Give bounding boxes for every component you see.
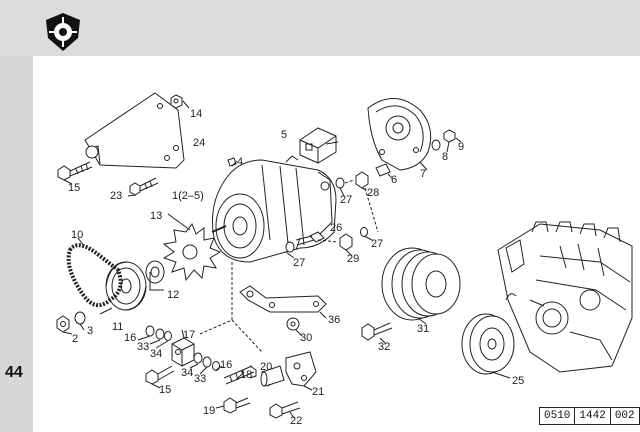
callout-10: 10	[71, 229, 83, 241]
part-washer-3	[74, 311, 86, 325]
part-washer-30	[286, 317, 300, 331]
part-washer-9	[431, 139, 441, 151]
part-nut-8	[443, 129, 456, 143]
left-margin	[0, 56, 33, 432]
callout-24: 24	[193, 137, 205, 149]
callout-19: 19	[203, 405, 215, 417]
part-bracket-block-17	[171, 337, 195, 367]
part-bolt-15-lower	[145, 365, 175, 385]
part-regulator-5	[299, 127, 337, 164]
part-nut-14	[170, 94, 183, 109]
part-v-belt-10	[66, 243, 123, 308]
callout-27-upper: 27	[340, 194, 352, 206]
callout-16-upper: 16	[124, 332, 136, 344]
callout-26: 26	[330, 222, 342, 234]
part-washer-27-lower	[285, 227, 368, 253]
part-pulley-11	[105, 261, 147, 311]
leader-lines	[62, 100, 511, 419]
page-header-band	[0, 0, 640, 56]
callout-29: 29	[347, 253, 359, 265]
part-spacer-sleeve-20	[260, 365, 285, 387]
callout-20: 20	[260, 361, 272, 373]
part-tension-strap-36	[239, 285, 327, 313]
callout-23: 23	[110, 190, 122, 202]
callout-12: 12	[167, 289, 179, 301]
part-nut-29	[339, 233, 353, 251]
document-code-part: 0510	[544, 410, 571, 422]
manufacturer-logo-icon	[46, 13, 80, 51]
part-bushing-16-upper	[145, 325, 172, 341]
callout-4: 4	[237, 156, 243, 168]
part-nut-2	[56, 315, 70, 333]
part-bolt-19	[223, 397, 251, 414]
callout-33-lower: 33	[194, 373, 206, 385]
part-alternator-1	[211, 155, 337, 263]
callout-15-lower: 15	[159, 384, 171, 396]
part-washer-27-upper	[335, 177, 345, 189]
part-bracket-plate-21	[285, 351, 317, 387]
callout-3: 3	[87, 325, 93, 337]
part-bolt-26	[295, 231, 325, 246]
part-bolt-22	[269, 401, 301, 419]
leader-line	[199, 262, 233, 335]
callout-14: 14	[190, 108, 202, 120]
callout-36: 36	[328, 314, 340, 326]
callout-16-lower: 16	[220, 359, 232, 371]
page-number: 44	[5, 364, 23, 381]
part-damper-pulley-25	[461, 313, 515, 375]
part-clip-6	[375, 163, 391, 177]
callout-31: 31	[417, 323, 429, 335]
callout-5: 5	[281, 129, 287, 141]
callout-33-upper: 33	[137, 341, 149, 353]
part-fan-13	[162, 222, 222, 282]
part-crank-pulley-31	[381, 247, 461, 321]
callout-2: 2	[72, 333, 78, 345]
part-spacer-12	[145, 260, 165, 284]
part-bolt-23	[129, 177, 159, 196]
document-code-box: 0510 1442 002	[539, 407, 640, 425]
callout-34-lower: 34	[181, 367, 193, 379]
callout-18: 18	[240, 369, 252, 381]
callout-15-top: 15	[68, 182, 80, 194]
callout-8: 8	[442, 151, 448, 163]
part-end-cover-7	[367, 98, 432, 171]
leader-line	[364, 187, 379, 233]
document-code-part: 1442	[574, 408, 609, 424]
part-bolt-15-top	[57, 161, 93, 181]
part-bolt-32	[361, 322, 393, 341]
callout-6: 6	[391, 174, 397, 186]
callout-30: 30	[300, 332, 312, 344]
callout-27-right: 27	[371, 238, 383, 250]
part-bracket-24	[84, 92, 185, 169]
part-brush-4	[227, 157, 237, 167]
callout-11: 11	[112, 321, 123, 333]
part-nut-28	[355, 171, 369, 189]
callout-34-upper: 34	[150, 348, 162, 360]
callout-9: 9	[458, 141, 464, 153]
callout-32: 32	[378, 341, 390, 353]
document-code-part: 002	[609, 408, 639, 424]
callout-25: 25	[512, 375, 524, 387]
callout-17: 17	[183, 329, 195, 341]
callout-22: 22	[290, 415, 302, 427]
part-stud-18	[223, 365, 257, 385]
callout-28: 28	[367, 187, 379, 199]
callout-1: 1(2–5)	[172, 190, 204, 202]
callout-21: 21	[312, 386, 324, 398]
leader-line	[231, 319, 263, 353]
callout-27-lower: 27	[293, 257, 305, 269]
part-engine-reference	[497, 221, 633, 373]
callout-13: 13	[150, 210, 162, 222]
callout-7: 7	[420, 168, 426, 180]
